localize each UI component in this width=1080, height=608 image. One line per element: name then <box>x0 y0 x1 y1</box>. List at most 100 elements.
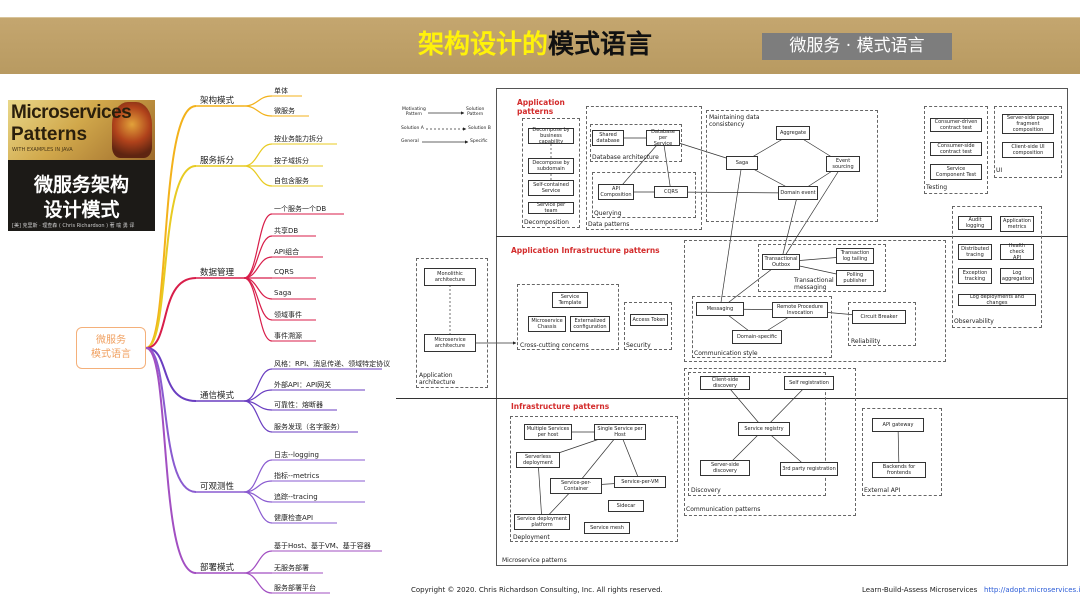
legend-solution: Solution Pattern <box>466 107 485 117</box>
group-data-patterns <box>586 106 702 230</box>
mind-child-line <box>243 491 273 524</box>
mind-leaf-label: 日志--logging <box>274 451 319 459</box>
pattern-arrow <box>662 137 673 193</box>
pattern-arrow <box>619 431 641 483</box>
pattern-diagram: Microservice patterns Motivating Pattern… <box>396 88 1072 570</box>
group-communication-style-label: Communication style <box>694 350 758 357</box>
mind-leaf-label: 一个服务一个DB <box>274 205 327 213</box>
section-infra: Infrastructure patterns <box>511 402 610 411</box>
mind-map: 微服务 模式语言 架构模式单体微服务服务拆分按业务能力拆分按子域拆分自包含服务数… <box>0 0 400 608</box>
pattern-arrow <box>780 163 844 263</box>
pattern-box-self-contained: Self-contained Service <box>528 180 574 196</box>
section-application: Application patterns <box>517 98 565 116</box>
group-testing-label: Testing <box>926 184 948 191</box>
pattern-arrow <box>763 382 810 430</box>
mind-leaf-label: CQRS <box>274 268 294 276</box>
pattern-box-app-metrics: Application metrics <box>1000 216 1034 232</box>
mind-leaf-label: 按业务能力拆分 <box>274 135 323 143</box>
pattern-box-circuit-breaker: Circuit Breaker <box>852 310 906 324</box>
mind-leaf-label: 基于Host、基于VM、基于容器 <box>274 542 371 550</box>
pattern-box-transactional-outbox: Transactional Outbox <box>762 254 800 270</box>
root-line2: 模式语言 <box>91 349 131 360</box>
mind-child-line <box>243 235 273 279</box>
mind-leaf-label: 领域事件 <box>274 311 302 319</box>
pattern-box-polling-publisher: Polling publisher <box>836 270 874 286</box>
mind-leaf-label: 单体 <box>274 87 288 95</box>
legend-motivating: Motivating Pattern <box>402 107 426 117</box>
group-transactional-messaging-label: Transactional messaging <box>794 277 834 291</box>
group-discovery-label: Discovery <box>691 487 721 494</box>
pattern-box-cqrs: CQRS <box>654 186 688 198</box>
divider-app-infra <box>496 236 1068 237</box>
root-line1: 微服务 <box>96 335 126 346</box>
mind-child-line <box>243 550 273 574</box>
pattern-box-microservice-chassis: Microservice Chassis <box>528 316 566 332</box>
group-database-architecture <box>590 124 682 162</box>
mind-child-line <box>243 95 273 107</box>
group-cross-cutting-label: Cross-cutting concerns <box>520 342 589 349</box>
mind-branch-line <box>145 347 197 574</box>
legend-specific: Specific <box>470 139 488 144</box>
pattern-box-shared-db: Shared database <box>592 130 624 146</box>
mind-branch-label: 可观测性 <box>200 482 235 492</box>
pattern-box-consumer-driven: Consumer-driven contract test <box>930 118 982 132</box>
pattern-box-log-aggregation: Log aggregation <box>1000 268 1034 284</box>
pattern-box-serverless: Serverless deployment <box>516 452 560 468</box>
pattern-box-client-side-discovery: Client-side discovery <box>700 376 750 390</box>
mind-child-line <box>243 400 273 433</box>
mind-branch-line <box>145 347 197 493</box>
pattern-arrow <box>575 431 621 487</box>
group-transactional-messaging <box>758 244 886 292</box>
pattern-box-monolithic: Monolithic architecture <box>424 268 476 286</box>
book-authors: [美] 克里斯 · 理查森 ( Chris Richardson ) 著 喻 勇… <box>12 223 135 229</box>
pattern-box-single-service-per-host: Single Service per Host <box>594 424 646 440</box>
mind-child-line <box>243 277 273 342</box>
pattern-box-sidecar: Sidecar <box>608 500 644 512</box>
pattern-box-service-per-container: Service-per- Container <box>550 478 602 494</box>
footer-learn-text: Learn-Build-Assess Microservices <box>862 586 978 594</box>
group-maintaining-label: Maintaining data consistency <box>709 114 760 128</box>
legend-general: General <box>401 139 419 144</box>
mind-map-root: 微服务 模式语言 <box>76 327 146 369</box>
group-communication-patterns-label: Communication patterns <box>686 506 761 513</box>
book-title-cn-line2: 设计模式 <box>43 199 120 221</box>
mind-leaf-label: 健康检查API <box>274 514 314 522</box>
pattern-box-bff: Backends for frontends <box>872 462 926 478</box>
group-app-architecture-label: Application architecture <box>419 372 456 386</box>
footer-learn: Learn-Build-Assess Microservices http://… <box>862 586 1080 594</box>
mind-child-line <box>243 277 273 300</box>
topic-tag: 微服务 · 模式语言 <box>762 33 952 60</box>
book-title-en-line1: Microservices <box>11 102 132 123</box>
pattern-box-service-component-test: Service Component Test <box>930 164 982 180</box>
mind-branch-line <box>145 165 197 349</box>
mind-branch-line <box>145 347 197 402</box>
footer-url-link[interactable]: http://adopt.microservices.io <box>983 586 1080 594</box>
mind-leaf-label: 按子域拆分 <box>274 157 309 165</box>
legend-solution-a: Solution A <box>401 126 424 131</box>
mind-child-line <box>243 256 273 279</box>
pattern-box-service-registry: Service registry <box>738 422 790 436</box>
book-title-cn-line1: 微服务架构 <box>33 174 129 196</box>
group-external-api-label: External API <box>864 487 901 494</box>
mind-leaf-label: API组合 <box>274 248 300 256</box>
pattern-box-externalized-config: Externalized configuration <box>570 316 610 332</box>
pattern-box-service-mesh: Service mesh <box>584 522 630 534</box>
book-title-en-line2: Patterns <box>11 124 88 145</box>
mind-child-line <box>243 368 273 402</box>
microservice-patterns-frame <box>496 88 1068 566</box>
pattern-box-aggregate: Aggregate <box>776 126 810 140</box>
cover-ornament-icon <box>112 102 152 158</box>
group-communication-style <box>692 296 832 358</box>
divider-infra <box>396 398 1068 399</box>
pattern-box-third-party-registration: 3rd party registration <box>780 462 838 476</box>
group-discovery <box>688 372 826 496</box>
pattern-arrow <box>724 382 765 430</box>
pattern-arrow <box>536 459 543 523</box>
mind-leaf-label: 自包含服务 <box>274 177 309 185</box>
pattern-box-server-side-fragment: Server-side page fragment composition <box>1002 114 1054 134</box>
mind-child-line <box>243 105 273 117</box>
mind-leaf-label: 事件溯源 <box>274 332 302 340</box>
pattern-box-decompose-sd: Decompose by subdomain <box>528 158 574 174</box>
pattern-box-service-per-vm: Service-per-VM <box>614 476 666 488</box>
mind-child-line <box>243 143 273 167</box>
